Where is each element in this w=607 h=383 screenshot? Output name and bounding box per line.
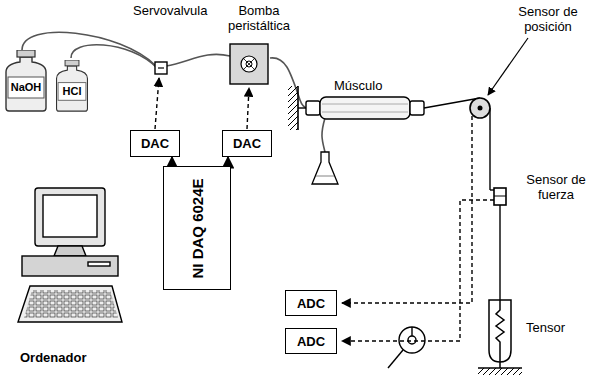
tensor (478, 300, 522, 375)
muscle (410, 101, 424, 115)
flask (312, 152, 338, 184)
computer (22, 256, 118, 276)
muscle (306, 101, 320, 115)
position-sensor-pulley (470, 98, 490, 118)
tensor (478, 368, 522, 375)
bottle-label-text: NaOH (4, 50, 48, 95)
dac-box: DAC (222, 130, 272, 157)
servo-valve (155, 62, 167, 74)
control-signal (155, 78, 249, 129)
tubing (166, 54, 230, 66)
control-signal (247, 88, 249, 129)
muscle (320, 97, 410, 119)
peristaltic-pump (243, 58, 255, 70)
reagent-bottle: HCl (55, 60, 89, 112)
flask (312, 152, 338, 184)
peristaltic-pump (230, 44, 268, 84)
tubing (322, 118, 325, 152)
signal-arrow (227, 157, 229, 166)
sensor-signal (342, 116, 472, 303)
wheel (399, 327, 425, 353)
part-label: Servovalvula (133, 3, 223, 18)
flask (316, 176, 334, 177)
wheel (408, 336, 416, 344)
adc-box: ADC (285, 290, 337, 316)
computer (35, 188, 105, 246)
peristaltic-pump (241, 56, 257, 72)
box-label: ADC (297, 296, 325, 311)
tensor (496, 300, 504, 362)
computer (54, 246, 86, 256)
box-label: NI DAQ 6024E (189, 178, 206, 278)
force-sensor (494, 196, 506, 197)
leader-line (488, 38, 528, 95)
computer (43, 195, 97, 237)
tensor (489, 300, 511, 362)
part-label: Músculo (334, 78, 404, 93)
tubing (71, 45, 157, 68)
force-sensor (490, 188, 506, 205)
peristaltic-pump (230, 44, 268, 84)
dac-box: DAC (130, 130, 180, 157)
muscle (306, 97, 424, 119)
wall (298, 107, 306, 108)
bottle-label-text: HCl (55, 60, 89, 99)
box-label: ADC (297, 334, 325, 349)
signal-arrow (171, 157, 173, 166)
computer (88, 262, 110, 266)
servo-valve (158, 67, 164, 68)
force-sensor (494, 188, 506, 205)
adc-box: ADC (285, 328, 337, 354)
muscle (322, 104, 408, 112)
tubing (22, 32, 156, 66)
part-label: Sensor de fuerza (514, 172, 598, 202)
bottle-cap (65, 60, 79, 66)
bottle-cap (17, 50, 35, 57)
part-label: Sensor de posición (500, 4, 596, 34)
wall (288, 86, 306, 130)
computer (18, 286, 122, 322)
servo-valve (155, 62, 167, 74)
string (489, 108, 490, 190)
computer (24, 290, 118, 318)
string (499, 205, 500, 300)
reagent-bottle: NaOH (4, 50, 48, 112)
part-label: Bomba peristáltica (214, 3, 304, 33)
computer (18, 188, 122, 322)
part-label: Tensor (526, 320, 596, 335)
box-label: DAC (233, 136, 261, 151)
wheel (411, 327, 412, 336)
part-label: Ordenador (20, 350, 130, 365)
sensor-signal (342, 116, 494, 341)
control-signal (155, 78, 159, 129)
daq-card: NI DAQ 6024E (163, 166, 231, 290)
wall (288, 86, 298, 130)
position-sensor-pulley (478, 106, 483, 111)
wheel (388, 327, 425, 368)
box-label: DAC (141, 136, 169, 151)
sensor-signal (342, 200, 494, 341)
tensor (499, 362, 501, 368)
string (424, 98, 500, 300)
position-sensor-pulley (470, 98, 490, 118)
wheel (388, 350, 403, 368)
